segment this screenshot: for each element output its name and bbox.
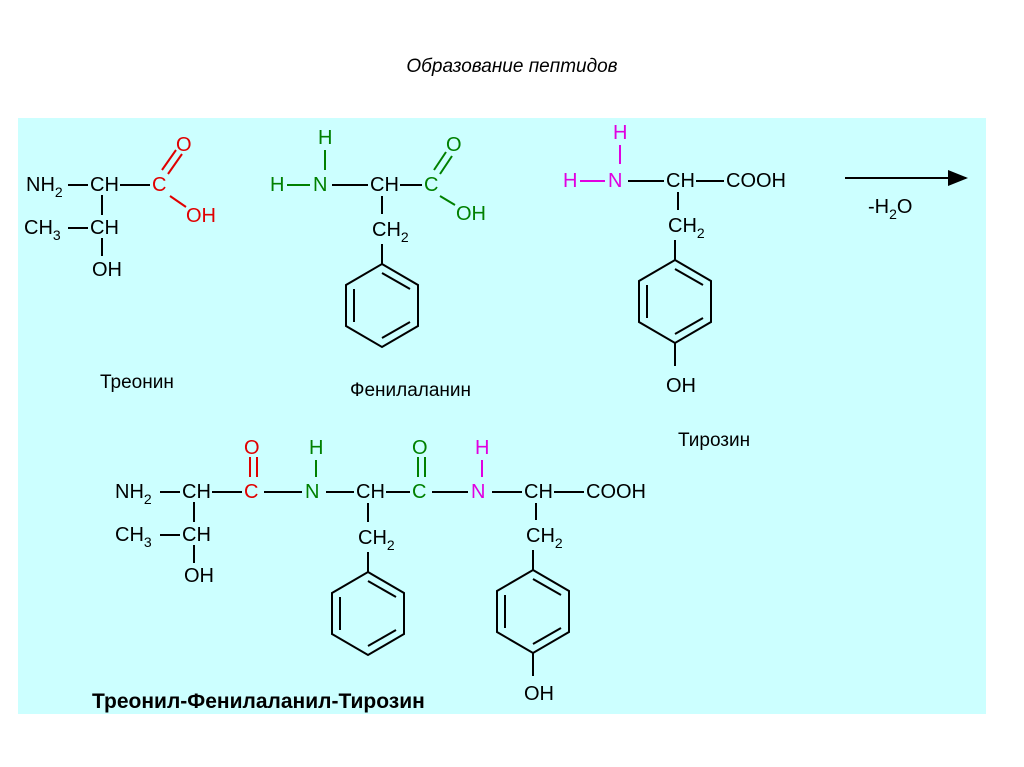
amine-group: NH2 (26, 174, 63, 200)
peptide-hydrogen-1: H (309, 437, 323, 459)
phenylalanyl-methylene: CH2 (358, 527, 395, 553)
page-title: Образование пептидов (406, 56, 618, 77)
phenol-hydroxyl: OH (666, 375, 696, 397)
carbonyl-oxygen: O (176, 134, 192, 156)
phenylalanyl-alpha-carbon: CH (356, 481, 385, 503)
amine-nitrogen: N (313, 174, 327, 196)
tripeptide-structure: NH2 CH C O CH3 CH OH N H CH C O CH2 (115, 437, 646, 705)
amine-hydrogen-top: H (613, 122, 627, 144)
peptide-carbonyl-carbon-1: C (244, 481, 258, 503)
alpha-carbon: CH (666, 170, 695, 192)
amine-hydrogen-top: H (318, 127, 332, 149)
phenylalanine-label: Фенилаланин (350, 380, 471, 401)
peptide-nitrogen-2: N (471, 481, 485, 503)
peptide-hydrogen-2: H (475, 437, 489, 459)
carboxyl-carbon: C (152, 174, 166, 196)
phenyl-ring (345, 262, 419, 349)
carboxyl-hydroxyl: OH (456, 203, 486, 225)
peptide-nitrogen-1: N (305, 481, 319, 503)
amine-group: NH2 (115, 481, 152, 507)
terminal-carboxyl: COOH (586, 481, 646, 503)
threonyl-methyl: CH3 (115, 524, 152, 550)
peptide-carbonyl-carbon-2: C (412, 481, 426, 503)
beta-carbon: CH (90, 217, 119, 239)
threonine-structure: NH2 CH C O OH CH3 CH OH (24, 134, 216, 281)
peptide-carbonyl-oxygen-2: O (412, 437, 428, 459)
threonyl-beta-carbon: CH (182, 524, 211, 546)
amine-nitrogen: N (608, 170, 622, 192)
reaction-arrow: -H2O (845, 170, 968, 222)
amine-hydrogen-left: H (563, 170, 577, 192)
tyrosine-label: Тирозин (678, 430, 750, 451)
tripeptide-phenyl-ring (331, 570, 405, 657)
threonyl-alpha-carbon: CH (182, 481, 211, 503)
methylene-group: CH2 (668, 215, 705, 241)
carboxyl-carbon: C (424, 174, 438, 196)
water-elimination-label: -H2O (868, 196, 912, 222)
tyrosine-structure: H H N CH COOH CH2 OH (563, 122, 786, 397)
threonyl-hydroxyl: OH (184, 565, 214, 587)
carboxyl-hydroxyl: OH (186, 205, 216, 227)
tripeptide-phenol-ring (496, 568, 570, 655)
methylene-group: CH2 (372, 219, 409, 245)
tyrosyl-alpha-carbon: CH (524, 481, 553, 503)
threonine-label: Треонин (100, 372, 174, 393)
carboxyl-group: COOH (726, 170, 786, 192)
peptide-carbonyl-oxygen-1: O (244, 437, 260, 459)
reaction-panel (18, 118, 986, 714)
methyl-group: CH3 (24, 217, 61, 243)
tyrosyl-hydroxyl: OH (524, 683, 554, 705)
phenol-ring (638, 258, 712, 345)
tripeptide-label: Треонил-Фенилаланил-Тирозин (92, 690, 425, 713)
amine-hydrogen-left: H (270, 174, 284, 196)
alpha-carbon: CH (90, 174, 119, 196)
carbonyl-oxygen: O (446, 134, 462, 156)
side-chain-hydroxyl: OH (92, 259, 122, 281)
tyrosyl-methylene: CH2 (526, 525, 563, 551)
phenylalanine-structure: H H N CH C O OH CH2 (270, 127, 486, 349)
alpha-carbon: CH (370, 174, 399, 196)
